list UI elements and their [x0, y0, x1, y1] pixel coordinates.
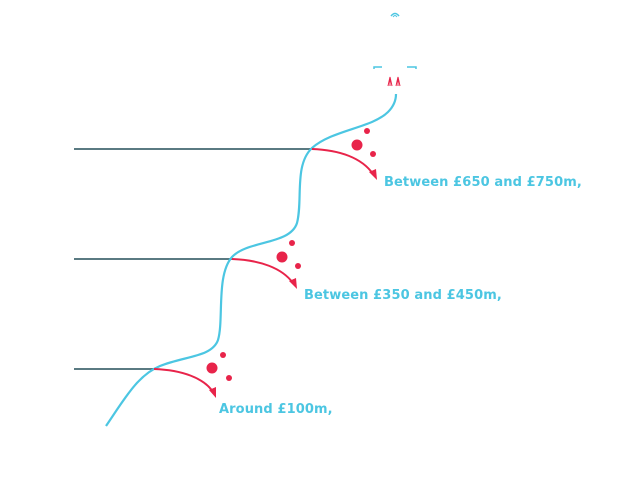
coins-1	[351, 128, 376, 157]
arrow-2	[231, 258, 297, 289]
rocket-wing-left	[373, 66, 382, 69]
rocket-icon	[373, 12, 417, 87]
coin-large	[276, 251, 288, 263]
coin-small	[220, 352, 226, 358]
rocket-nose-inner	[392, 15, 398, 18]
arrowhead-1	[369, 169, 377, 180]
coin-small	[364, 128, 370, 134]
coin-large	[206, 362, 218, 374]
arrow-3	[153, 368, 216, 398]
coins-3	[206, 352, 232, 381]
arrow-1	[311, 148, 377, 180]
coin-small	[295, 263, 301, 269]
coin-small	[226, 375, 232, 381]
step-label-1: Between £650 and £750m,	[384, 175, 582, 190]
coins-2	[276, 240, 301, 269]
rocket-wing-right	[407, 66, 417, 69]
coin-small	[370, 151, 376, 157]
rocket-nose	[390, 12, 400, 17]
step-label-3: Around £100m,	[219, 402, 333, 417]
growth-curve	[105, 93, 398, 427]
rocket-flames	[387, 76, 401, 87]
arrowhead-2	[289, 278, 297, 289]
step-label-2: Between £350 and £450m,	[304, 288, 502, 303]
coin-large	[351, 139, 363, 151]
coin-small	[289, 240, 295, 246]
arrowhead-3	[209, 387, 216, 398]
